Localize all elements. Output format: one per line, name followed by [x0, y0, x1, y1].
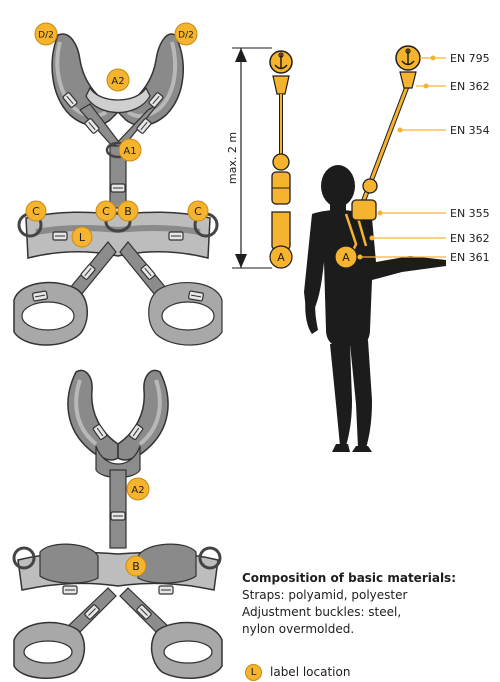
badge-a2-back-label: A2 — [131, 485, 144, 496]
standard-en362-top: EN 362 — [450, 80, 490, 93]
legend-label-location: L label location — [245, 664, 485, 682]
badge-a-lanyard-label: A — [277, 251, 285, 264]
composition-block: Composition of basic materials: Straps: … — [242, 570, 492, 638]
badge-l-label-text: L — [79, 231, 86, 244]
standards-list: EN 795 EN 362 EN 354 EN 355 EN 362 EN 36… — [450, 52, 490, 264]
badge-a-figure-label: A — [342, 251, 350, 264]
badge-l-label: L — [72, 227, 92, 247]
composition-title: Composition of basic materials: — [242, 570, 492, 587]
badge-a2-back: A2 — [127, 478, 149, 500]
badge-c-center: C — [96, 201, 116, 221]
legend-badge: L — [245, 664, 262, 681]
badge-a1-label: A1 — [123, 146, 136, 157]
badge-c-center-label: C — [102, 205, 110, 218]
badge-a2-top-label: A2 — [111, 76, 124, 87]
standard-en361: EN 361 — [450, 251, 490, 264]
badge-b-back-label: B — [132, 560, 140, 573]
badge-c-left: C — [26, 201, 46, 221]
badge-d2-left: D/2 — [35, 23, 57, 45]
standard-en354: EN 354 — [450, 124, 490, 137]
lanyard: max. 2 m — [226, 48, 292, 268]
badge-c-right: C — [188, 201, 208, 221]
standard-en355: EN 355 — [450, 207, 490, 220]
composition-line-3: nylon overmolded. — [242, 621, 492, 638]
standard-en362-bottom: EN 362 — [450, 232, 490, 245]
badge-c-left-label: C — [32, 205, 40, 218]
badge-a-lanyard: A — [270, 246, 292, 268]
back-harness — [14, 370, 222, 678]
badge-c-right-label: C — [194, 205, 202, 218]
badge-d2-left-label: D/2 — [38, 31, 54, 41]
badge-b-back: B — [126, 556, 146, 576]
composition-line-2: Adjustment buckles: steel, — [242, 604, 492, 621]
legend-text: label location — [270, 665, 350, 679]
human-figure — [304, 46, 446, 452]
badge-a-figure: A — [335, 246, 357, 268]
badge-b-center: B — [118, 201, 138, 221]
badge-d2-right-label: D/2 — [178, 31, 194, 41]
lanyard-length-label: max. 2 m — [226, 132, 239, 184]
standard-en795: EN 795 — [450, 52, 490, 65]
badge-a1: A1 — [119, 139, 141, 161]
composition-line-1: Straps: polyamid, polyester — [242, 587, 492, 604]
badge-d2-right: D/2 — [175, 23, 197, 45]
badge-b-center-label: B — [124, 205, 132, 218]
badge-a2-top: A2 — [107, 69, 129, 91]
